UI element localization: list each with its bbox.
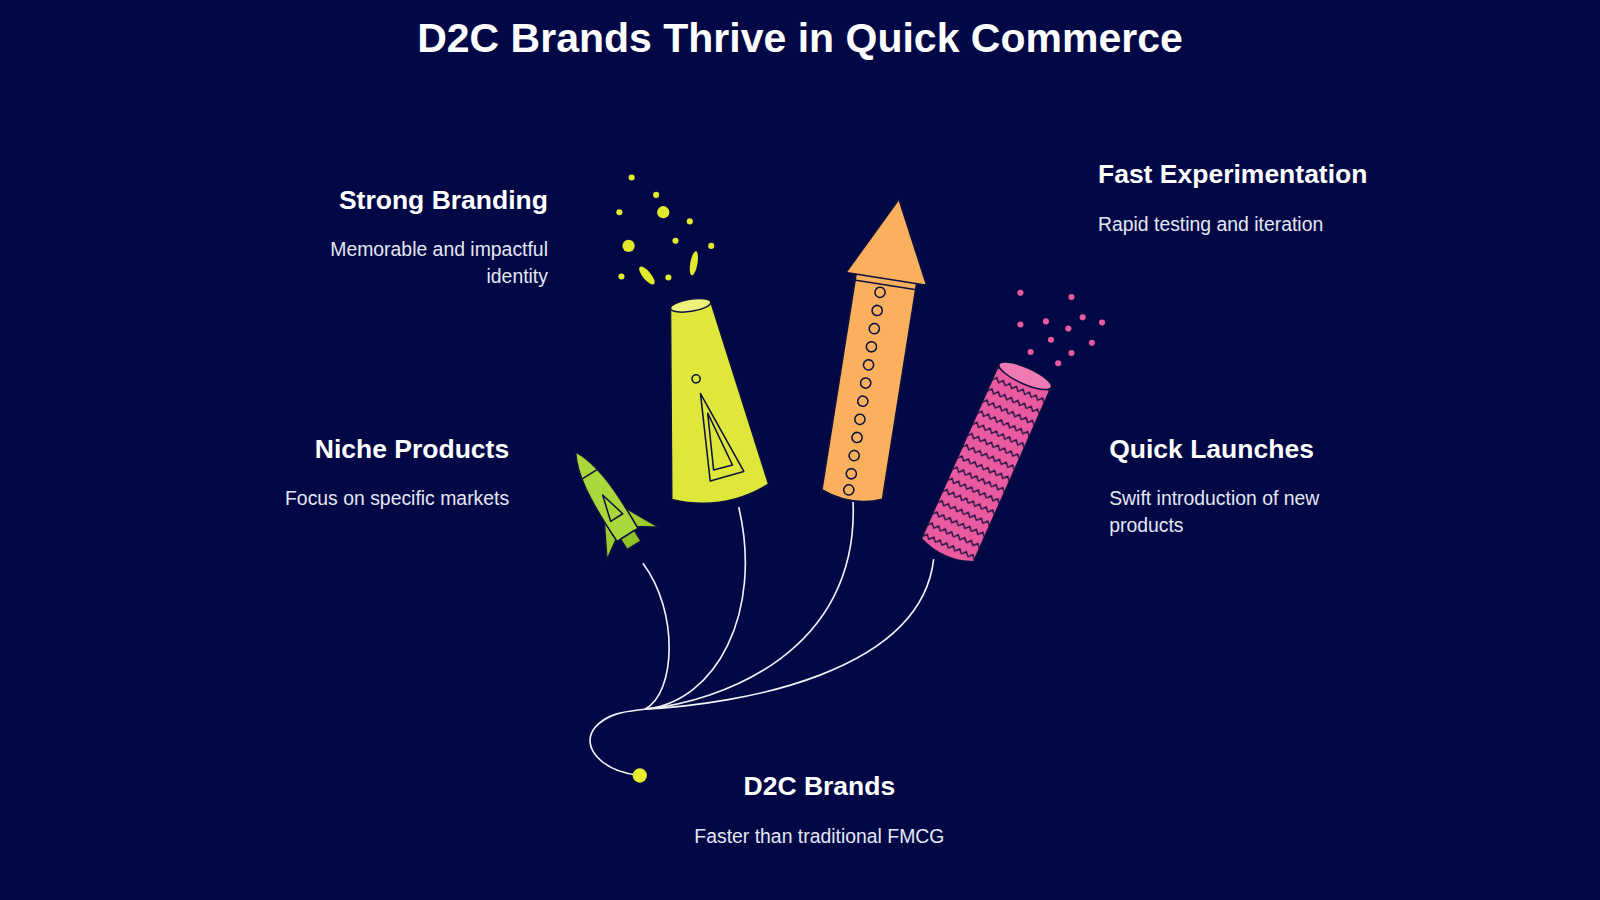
rocket-band [581, 469, 598, 480]
spark [1089, 340, 1095, 346]
text-callout: Fast ExperimentationRapid testing and it… [1098, 155, 1378, 238]
callout-description: Faster than traditional FMCG [644, 823, 995, 850]
hole [848, 450, 860, 462]
spark [1068, 350, 1074, 356]
callout-heading: Strong Branding [268, 181, 548, 219]
fuse [590, 709, 645, 775]
fuse [645, 502, 853, 709]
callout-description: Swift introduction of new products [1109, 485, 1369, 539]
spark [708, 243, 714, 249]
callout-heading: Quick Launches [1109, 430, 1369, 468]
hole [845, 468, 857, 480]
green-rocket [550, 436, 660, 562]
spark [657, 206, 669, 218]
cone-body [642, 298, 770, 510]
spark [1065, 326, 1071, 332]
spark [1017, 290, 1023, 296]
orange-rocket [811, 193, 939, 507]
cylinder-body [919, 364, 1051, 567]
rocket-nose [846, 193, 939, 285]
yellow-cone [641, 292, 770, 510]
spark [629, 174, 635, 180]
spark [1055, 360, 1061, 366]
callout-heading: D2C Brands [644, 767, 995, 805]
callout-heading: Niche Products [229, 430, 509, 468]
spark [618, 273, 624, 279]
rocket-body [565, 445, 639, 542]
text-callout: Strong BrandingMemorable and impactful i… [268, 181, 548, 291]
hole [866, 341, 878, 353]
cone-decal [696, 389, 744, 481]
callout-heading: Fast Experimentation [1098, 155, 1378, 193]
hole [863, 359, 875, 371]
callout-description: Focus on specific markets [229, 485, 509, 512]
spark [622, 240, 634, 252]
hole [860, 377, 872, 389]
hole [854, 414, 866, 426]
text-callout: D2C BrandsFaster than traditional FMCG [644, 767, 995, 850]
spark [688, 251, 699, 276]
hole [874, 287, 886, 299]
cone-decal [705, 411, 733, 470]
spark [1028, 349, 1034, 355]
cone-dot [691, 374, 700, 383]
rocket-nozzle [621, 531, 641, 550]
fuse [645, 507, 745, 709]
diagram-title: D2C Brands Thrive in Quick Commerce [0, 14, 1600, 63]
cylinder-zigzag [919, 364, 1051, 567]
hole [857, 395, 869, 407]
spark [1099, 319, 1105, 325]
spark [1048, 337, 1054, 343]
spark [665, 274, 671, 280]
rocket-band [851, 273, 920, 290]
spark [616, 209, 622, 215]
spark [1043, 318, 1049, 324]
text-callout: Niche ProductsFocus on specific markets [229, 430, 509, 513]
callout-description: Rapid testing and iteration [1098, 211, 1378, 238]
rocket-window [597, 491, 623, 521]
fuse [643, 563, 669, 709]
rocket-holes [843, 287, 886, 496]
spark [672, 238, 678, 244]
spark [687, 218, 693, 224]
pink-sparks [1017, 290, 1105, 367]
hole [843, 484, 855, 496]
fuse [645, 559, 934, 709]
yellow-sparks [616, 174, 714, 286]
callout-description: Memorable and impactful identity [268, 236, 548, 290]
cone-top [670, 296, 712, 314]
fuse-lines [590, 502, 934, 775]
spark [637, 264, 658, 286]
spark [1068, 294, 1074, 300]
text-callout: Quick LaunchesSwift introduction of new … [1109, 430, 1369, 540]
cylinder-top [996, 357, 1055, 395]
hole [851, 432, 863, 444]
spark [653, 192, 659, 198]
spark [1017, 321, 1023, 327]
hole [868, 323, 880, 335]
fuse-spark [633, 768, 647, 782]
rocket-body [821, 270, 917, 505]
pink-cylinder [919, 357, 1055, 568]
spark [1080, 314, 1086, 320]
hole [871, 305, 883, 317]
